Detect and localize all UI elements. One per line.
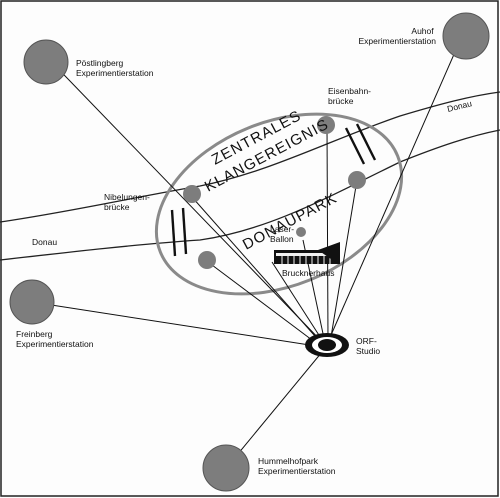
sound-point-d [198,251,216,269]
auhof-label: Auhof Experimentierstation [359,26,437,46]
event-area-ellipse [154,112,404,296]
eisenbahn-bridge-label: Eisenbahn- brücke [328,86,373,106]
freinberg-label: Freinberg Experimentierstation [16,329,94,349]
sound-point-c [348,171,366,189]
nibelungen-bridge [170,207,188,257]
brucknerhaus-building [274,242,340,264]
river-bank-north [0,91,500,223]
connection-lines [31,35,463,467]
line-point-a [191,196,323,345]
river-label-right: Donau [446,98,473,114]
hummelhofpark-station-marker [202,444,250,492]
poestlingberg-label: Pöstlingberg Experimentierstation [76,58,154,78]
nibelungen-bridge-label: Nibelungen- brücke [104,192,152,212]
line-freinberg [31,301,317,347]
brucknerhaus-label: Brucknerhaus [282,268,334,278]
line-poestlingberg [39,49,327,347]
hummelhofpark-label: Hummelhofpark Experimentierstation [258,456,336,476]
river-label-left: Donau [32,237,57,247]
line-hall-1 [271,261,325,344]
eisenbahn-bridge [344,123,377,165]
line-hummelhofpark [227,351,323,467]
river-bank-south [0,129,500,261]
orf-studio-eye [305,333,349,357]
sound-point-b [317,116,335,134]
sound-point-a [183,185,201,203]
line-auhof [327,35,463,343]
line-point-b [326,125,329,343]
auhof-station-marker [442,12,490,60]
laser-balloon-label: Laser- Ballon [270,224,296,244]
line-point-c [329,179,358,344]
orf-studio-label: ORF- Studio [356,336,380,356]
line-point-d [207,261,321,347]
poestlingberg-station-marker [23,39,69,85]
laser-balloon-marker [296,227,306,237]
freinberg-station-marker [9,279,55,325]
